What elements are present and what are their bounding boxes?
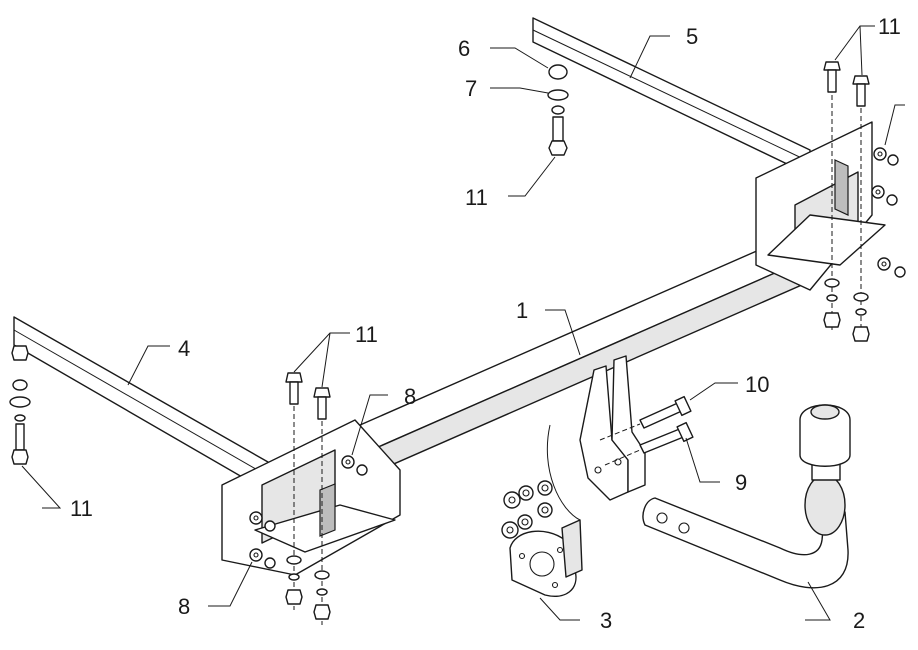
left-side-rail bbox=[13, 316, 269, 493]
callout-11-top-right: 11 bbox=[878, 14, 901, 39]
right-side-rail bbox=[532, 17, 811, 176]
callout-labels: 1 2 3 4 5 6 7 8 8 9 10 11 11 11 11 bbox=[70, 14, 901, 633]
callout-11-left-bottom: 11 bbox=[70, 496, 93, 521]
callout-6: 6 bbox=[458, 36, 470, 61]
callout-7: 7 bbox=[465, 76, 477, 101]
hitch-bolts bbox=[599, 395, 694, 466]
callout-8-bottom: 8 bbox=[178, 594, 190, 619]
callout-8-top: 8 bbox=[404, 384, 416, 409]
callout-11-center-top: 11 bbox=[355, 322, 378, 347]
electrical-socket-plate bbox=[509, 519, 583, 597]
plate-nuts-washers bbox=[501, 424, 581, 539]
callout-5: 5 bbox=[686, 24, 698, 49]
hitch-mounting-plate bbox=[579, 355, 646, 501]
callout-9: 9 bbox=[735, 470, 747, 495]
left-mounting-bracket bbox=[221, 419, 401, 576]
callout-leaders bbox=[21, 25, 905, 621]
right-mounting-bracket bbox=[755, 121, 886, 291]
left-rail-fastener-stack bbox=[9, 345, 31, 465]
callout-10: 10 bbox=[745, 372, 769, 397]
callout-4: 4 bbox=[178, 336, 190, 361]
callout-1: 1 bbox=[516, 298, 528, 323]
right-bracket-fasteners bbox=[823, 61, 906, 342]
callout-2: 2 bbox=[853, 608, 865, 633]
center-top-fastener-stack bbox=[547, 64, 569, 156]
callout-3: 3 bbox=[600, 608, 612, 633]
tow-ball-assembly bbox=[642, 404, 851, 589]
left-bracket-fasteners bbox=[249, 372, 368, 625]
callout-11-mid-bolt: 11 bbox=[465, 185, 488, 210]
